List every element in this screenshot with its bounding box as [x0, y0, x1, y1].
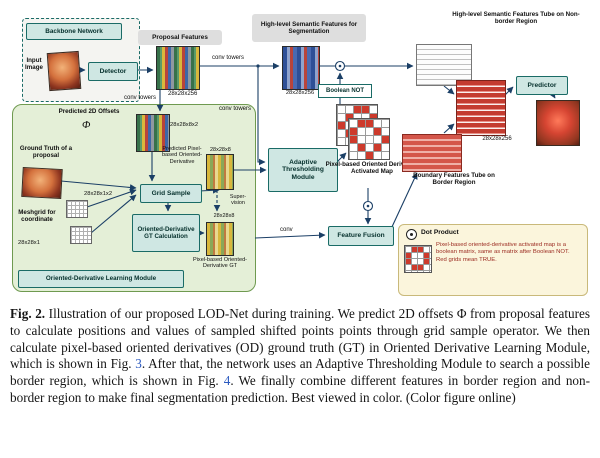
true-cell [362, 106, 369, 113]
fig3-link[interactable]: 3 [135, 356, 142, 372]
predicted-od-stack [206, 154, 234, 190]
meshgrid-label: Meshgrid for coordinate [18, 209, 56, 223]
semantic-features-stack [282, 46, 320, 90]
caption-text-2: . After that, the network uses an Adapti… [10, 356, 590, 389]
proposal-features-label: Proposal Features [138, 30, 222, 45]
conv-towers-label-3: conv towers [218, 106, 251, 112]
true-cell [412, 265, 417, 270]
meshgrid-icon-a [66, 200, 88, 218]
predicted-od-label: Predicted Pixel-based Oriented-Derivativ… [161, 146, 203, 165]
adaptive-thresholding-module-box: Adaptive Thresholding Module [268, 148, 338, 192]
dot-product-label: Dot Product [421, 229, 459, 236]
non-border-tube-label: High-level Semantic Features Tube on Non… [452, 11, 580, 25]
ground-truth-label: Ground Truth of a proposal [19, 145, 73, 159]
non-border-feature-tube [416, 44, 472, 86]
true-cell [358, 120, 365, 127]
activated-map-grid-2 [348, 118, 390, 160]
true-cell [418, 247, 423, 252]
true-cell [338, 122, 345, 129]
true-cell [350, 136, 357, 143]
figure-caption: Fig. 2. Illustration of our proposed LOD… [10, 306, 590, 407]
input-image-thumbnail [46, 50, 82, 92]
true-cell [424, 259, 429, 264]
caption-fig-label: Fig. 2. [10, 306, 46, 321]
detector-box: Detector [88, 62, 138, 81]
caption-text-1: Illustration of our proposed LOD-Net dur… [10, 306, 590, 372]
meshgrid-dims-a: 28x28x1x2 [84, 191, 113, 197]
true-cell [406, 259, 411, 264]
ground-truth-thumbnail [21, 166, 63, 200]
true-cell [418, 265, 423, 270]
true-cell [374, 128, 381, 135]
true-cell [412, 247, 417, 252]
true-cell [346, 114, 353, 121]
phi-symbol: Φ [82, 119, 91, 131]
gt-od-label: Pixel-based Oriented-Derivative GT [192, 257, 248, 270]
output-segmentation-thumbnail [536, 100, 580, 146]
odlm-title-label: Oriented-Derivative Learning Module [18, 270, 184, 288]
true-cell [406, 253, 411, 258]
offsets-dims: 28x28x8x2 [170, 122, 199, 128]
feature-fusion-box: Feature Fusion [328, 226, 394, 246]
dot-product-icon [406, 229, 417, 240]
activated-map-label: Pixel-based Oriented Derivative Activate… [325, 161, 419, 175]
semantic-features-label: High-level Semantic Features for Segment… [252, 14, 366, 42]
meshgrid-dims-b: 28x28x1 [18, 240, 40, 246]
predicted-od-dims: 28x28x8 [210, 147, 231, 153]
fused-feature-stack [456, 80, 506, 136]
connector-arrows [60, 60, 556, 239]
gt-od-stack [206, 222, 234, 256]
proposal-features-dims: 28x28x256 [168, 91, 198, 97]
true-cell [366, 120, 373, 127]
conv-towers-label-2: conv towers [212, 55, 245, 61]
fig4-link[interactable]: 4 [223, 373, 231, 389]
offsets-stack [136, 114, 170, 152]
true-cell [354, 106, 361, 113]
conv-towers-label-1: conv towers [123, 95, 156, 101]
input-image-label: Input Image [25, 57, 43, 71]
legend-activated-map-icon [404, 245, 432, 273]
true-cell [366, 152, 373, 159]
meshgrid-icon-b [70, 226, 92, 244]
true-cell [350, 128, 357, 135]
supervision-label: Super-vision [229, 194, 247, 207]
predictor-box: Predictor [516, 76, 568, 95]
gt-od-dims: 28x28x8 [213, 213, 235, 219]
proposal-features-stack [156, 46, 200, 90]
predicted-2d-offsets-label: Predicted 2D Offsets [58, 108, 120, 115]
backbone-network-label: Backbone Network [26, 23, 122, 40]
true-cell [358, 144, 365, 151]
semantic-features-dims: 28x28x256 [285, 90, 315, 96]
fused-feature-dims: 28x28x256 [482, 136, 512, 142]
legend-note: Pixel-based oriented-derivative activate… [436, 242, 570, 263]
boolean-not-box: Boolean NOT [318, 84, 372, 98]
true-cell [424, 253, 429, 258]
true-cell [382, 136, 389, 143]
true-cell [370, 114, 377, 121]
border-tube-label: Boundary Features Tube on Border Region [413, 172, 495, 186]
conv-label: conv [280, 227, 293, 233]
caption-text-3: . We finally combine different features … [10, 373, 590, 405]
border-feature-tube [402, 134, 462, 172]
od-gt-calculation-box: Oriented-Derivative GT Calculation [132, 214, 200, 252]
true-cell [374, 144, 381, 151]
grid-sample-box: Grid Sample [140, 184, 202, 203]
